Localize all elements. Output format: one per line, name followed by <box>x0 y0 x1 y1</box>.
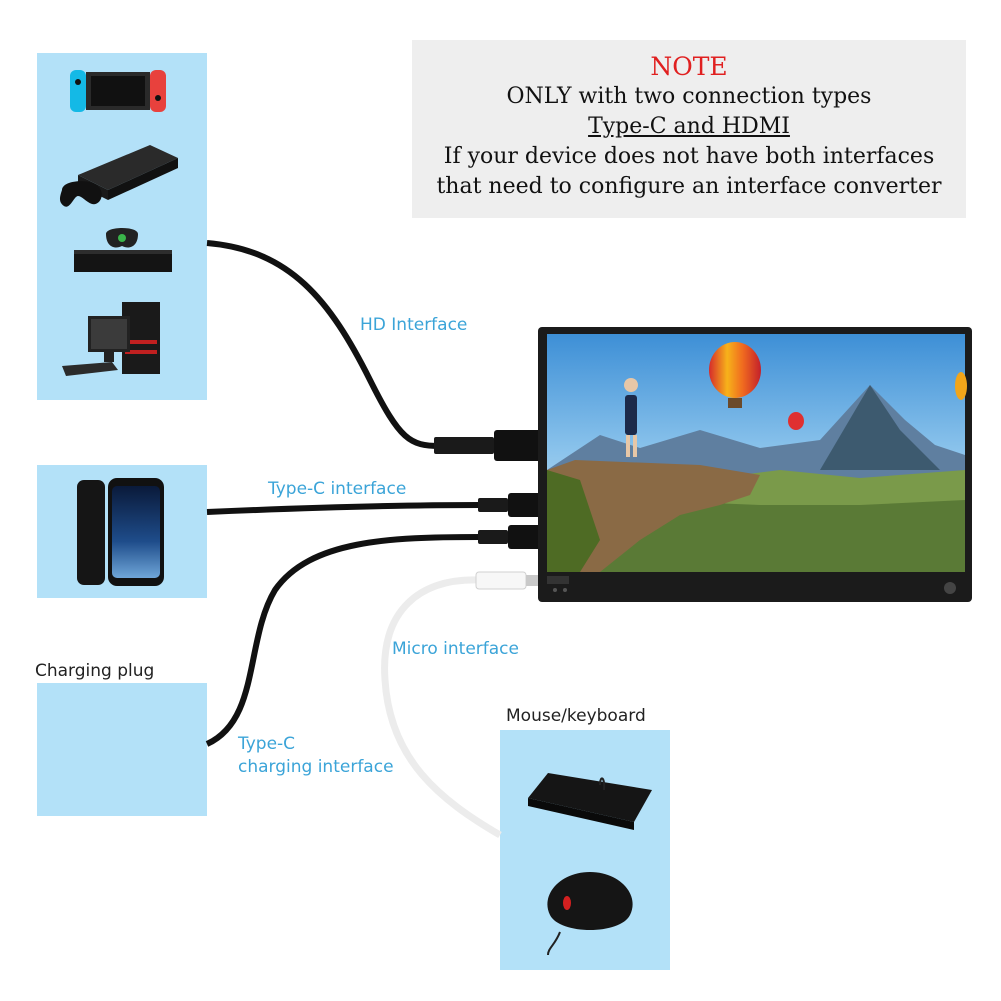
typec-interface-label: Type-C interface <box>268 479 407 499</box>
hdmi-cable <box>206 240 542 461</box>
mouse-keyboard-panel <box>500 730 670 970</box>
micro-interface-label: Micro interface <box>392 639 519 659</box>
note-title: NOTE <box>650 52 728 81</box>
note-line-2: Type-C and HDMI <box>588 114 790 139</box>
game-console-ps3-icon <box>60 145 178 207</box>
typec-charging-label-line2: charging interface <box>238 757 394 777</box>
charging-plug-label: Charging plug <box>35 661 155 681</box>
charging-cable <box>205 525 542 747</box>
typec-charging-label-line1: Type-C <box>238 734 296 754</box>
note-line-4: that need to configure an interface conv… <box>436 174 942 199</box>
mouse-icon <box>547 872 633 956</box>
game-console-xbox-icon <box>74 228 172 272</box>
micro-usb-cable <box>381 571 542 839</box>
desktop-computer-icon <box>62 302 160 376</box>
mouse-keyboard-label: Mouse/keyboard <box>506 706 646 726</box>
note-box: NOTE ONLY with two connection types Type… <box>412 40 966 218</box>
charging-plug-panel <box>37 683 207 816</box>
game-console-switch-icon <box>70 70 166 112</box>
monitor-icon <box>538 327 972 602</box>
typec-cable <box>206 493 542 517</box>
note-line-3: If your device does not have both interf… <box>443 144 935 169</box>
keyboard-icon <box>528 773 652 830</box>
smartphone-icon <box>77 478 164 586</box>
hd-interface-label: HD Interface <box>360 315 468 335</box>
note-line-1: ONLY with two connection types <box>506 84 872 109</box>
